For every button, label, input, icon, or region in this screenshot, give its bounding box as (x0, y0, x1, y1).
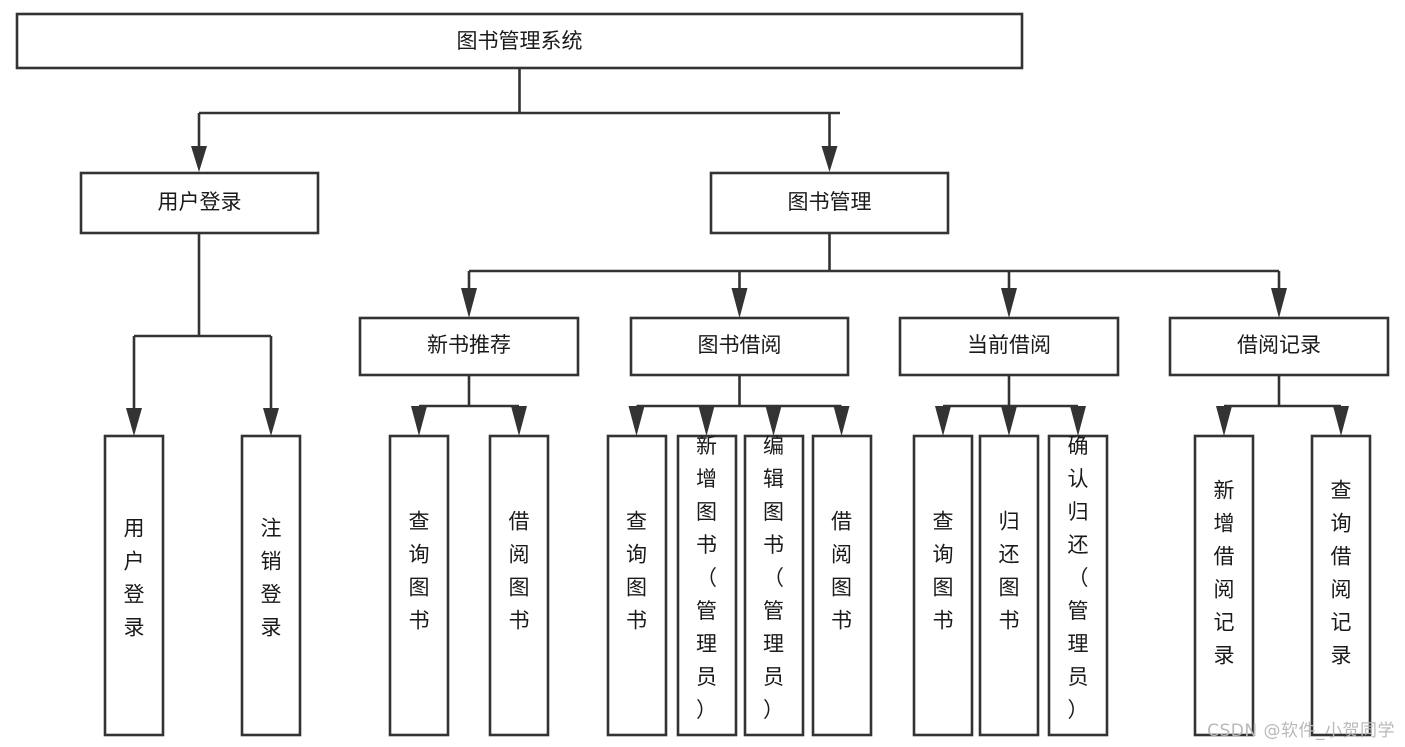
node-current-return-book-box[interactable] (978, 434, 1040, 737)
arrow-br-child-2 (1333, 406, 1349, 436)
node-user-login-login-box[interactable] (103, 434, 165, 737)
node-user-login-box[interactable] (79, 171, 320, 235)
node-user-login-login[interactable]: 用户登录 (103, 434, 165, 737)
node-borrow-record-box[interactable] (1168, 316, 1390, 377)
arrow-bb-child-4 (833, 406, 850, 436)
node-new-book-recommend[interactable]: 新书推荐 (358, 316, 580, 377)
node-borrow-query-book-label: 查询图书 (626, 510, 647, 633)
arrow-root-to-book-management (821, 146, 838, 172)
node-record-add-label: 新增借阅记录 (1214, 479, 1235, 668)
node-borrow-edit-book-label: 编辑图书（管理员） (763, 434, 784, 722)
node-borrow-query-book[interactable]: 查询图书 (606, 434, 668, 737)
arrow-bb-child-3 (765, 406, 782, 436)
arrow-user-login-child-1 (126, 408, 142, 436)
node-root[interactable]: 图书管理系统 (15, 12, 1024, 70)
arrow-bm-to-new-book-recommend (461, 288, 477, 318)
node-borrow-record-label: 借阅记录 (1237, 333, 1321, 357)
arrow-bb-child-1 (628, 406, 645, 436)
connector-group-book-borrow (628, 375, 850, 436)
node-user-login[interactable]: 用户登录 (79, 171, 320, 235)
arrow-root-to-user-login (191, 146, 207, 172)
node-current-confirm-return[interactable]: 确认归还（管理员） (1047, 434, 1109, 737)
node-book-management[interactable]: 图书管理 (709, 171, 950, 235)
node-current-return-book[interactable]: 归还图书 (978, 434, 1040, 737)
arrow-bb-child-2 (698, 406, 715, 436)
node-current-borrow-box[interactable] (898, 316, 1120, 377)
connector-group-new-book-recommend (411, 375, 527, 436)
node-recommend-borrow-book[interactable]: 借阅图书 (488, 434, 550, 737)
connector-group-current-borrow (935, 375, 1086, 436)
node-borrow-add-book-box[interactable] (676, 434, 738, 737)
node-current-confirm-return-label: 确认归还（管理员） (1068, 434, 1089, 722)
node-record-query-box[interactable] (1310, 434, 1372, 737)
node-root-box[interactable] (15, 12, 1024, 70)
node-current-confirm-return-box[interactable] (1047, 434, 1109, 737)
node-user-login-logout-label: 注销登录 (261, 517, 282, 640)
node-current-return-book-label: 归还图书 (999, 510, 1020, 633)
node-recommend-query-book-label: 查询图书 (409, 510, 430, 633)
arrow-bm-to-book-borrow (731, 288, 748, 318)
node-borrow-borrow-book[interactable]: 借阅图书 (811, 434, 873, 737)
connector-group-user-login (126, 233, 279, 436)
node-borrow-borrow-book-box[interactable] (811, 434, 873, 737)
arrow-nbr-child-2 (511, 406, 527, 436)
node-current-query-book-label: 查询图书 (933, 510, 954, 633)
arrow-nbr-child-1 (411, 406, 427, 436)
node-record-add[interactable]: 新增借阅记录 (1193, 434, 1255, 737)
arrow-cb-child-3 (1070, 406, 1086, 436)
connector-group-book-management (461, 233, 1287, 318)
arrow-cb-child-1 (935, 406, 951, 436)
node-book-borrow-label: 图书借阅 (698, 333, 782, 357)
connector-group-root (191, 68, 840, 172)
arrow-bm-to-borrow-record (1271, 288, 1287, 318)
node-recommend-query-book-box[interactable] (388, 434, 450, 737)
node-current-query-book-box[interactable] (912, 434, 974, 737)
node-current-query-book[interactable]: 查询图书 (912, 434, 974, 737)
node-record-query[interactable]: 查询借阅记录 (1310, 434, 1372, 737)
node-new-book-recommend-box[interactable] (358, 316, 580, 377)
node-book-borrow-box[interactable] (629, 316, 850, 377)
arrow-user-login-child-2 (263, 408, 279, 436)
node-book-management-box[interactable] (709, 171, 950, 235)
node-borrow-edit-book-box[interactable] (743, 434, 805, 737)
node-borrow-borrow-book-label: 借阅图书 (831, 510, 852, 633)
connector-group-borrow-record (1216, 375, 1349, 436)
node-current-borrow[interactable]: 当前借阅 (898, 316, 1120, 377)
node-root-label: 图书管理系统 (457, 29, 583, 53)
node-recommend-query-book[interactable]: 查询图书 (388, 434, 450, 737)
node-record-add-box[interactable] (1193, 434, 1255, 737)
node-borrow-record[interactable]: 借阅记录 (1168, 316, 1390, 377)
node-borrow-add-book[interactable]: 新增图书（管理员） (676, 434, 738, 737)
node-borrow-edit-book[interactable]: 编辑图书（管理员） (743, 434, 805, 737)
node-book-management-label: 图书管理 (788, 190, 872, 214)
node-current-borrow-label: 当前借阅 (967, 333, 1051, 357)
node-record-query-label: 查询借阅记录 (1331, 479, 1352, 668)
arrow-br-child-1 (1216, 406, 1232, 436)
node-user-login-logout[interactable]: 注销登录 (240, 434, 302, 737)
arrow-bm-to-current-borrow (1001, 288, 1017, 318)
node-book-borrow[interactable]: 图书借阅 (629, 316, 850, 377)
node-user-login-label: 用户登录 (158, 190, 242, 214)
node-borrow-add-book-label: 新增图书（管理员） (696, 434, 717, 722)
node-borrow-query-book-box[interactable] (606, 434, 668, 737)
arrow-cb-child-2 (1001, 406, 1017, 436)
node-recommend-borrow-book-box[interactable] (488, 434, 550, 737)
node-new-book-recommend-label: 新书推荐 (427, 333, 511, 357)
node-recommend-borrow-book-label: 借阅图书 (509, 510, 530, 633)
node-user-login-logout-box[interactable] (240, 434, 302, 737)
node-user-login-login-label: 用户登录 (124, 517, 145, 640)
